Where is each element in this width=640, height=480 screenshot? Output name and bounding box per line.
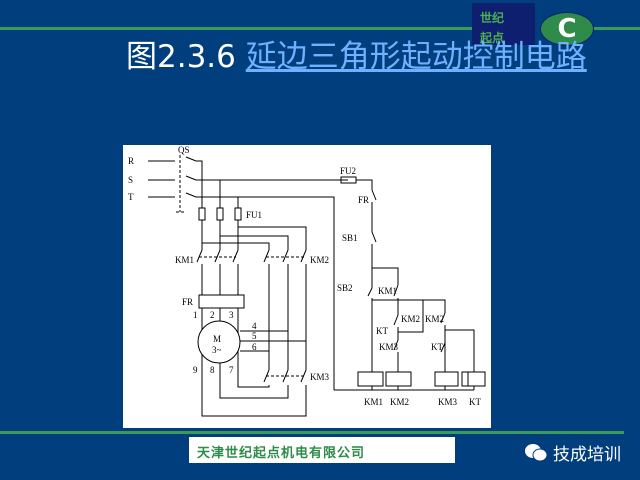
terminal-9: 9 [193, 365, 198, 375]
wechat-icon [525, 443, 548, 461]
kt-contact2-label: KT [431, 342, 443, 352]
phase-s-label: S [128, 175, 133, 185]
phase-r-label: R [128, 156, 134, 166]
company-logo: 世纪 起点 [472, 3, 535, 45]
km1-aux-label: KM1 [378, 286, 397, 296]
motor-label: M [213, 334, 221, 344]
slide-title: 图2.3.6 延边三角形起动控制电路 [126, 36, 606, 78]
motor-phase-label: 3~ [212, 345, 222, 355]
coil-kt-label: KT [469, 397, 481, 407]
company-banner: 天津世纪起点机电有限公司 [189, 437, 455, 463]
qs-label: QS [178, 145, 190, 155]
logo-text-2: 起点 [480, 31, 505, 45]
bottom-divider [0, 431, 624, 434]
km2-aux2-label: KM2 [425, 314, 444, 324]
sb1-label: SB1 [342, 233, 358, 243]
logo-text-1: 世纪 [480, 11, 505, 25]
km3-main-label: KM3 [310, 372, 330, 382]
wechat-account-name: 技成培训 [553, 445, 621, 465]
km2-main-label: KM2 [310, 255, 329, 265]
title-link[interactable]: 延边三角形起动控制电路 [245, 39, 587, 75]
fr-label: FR [182, 297, 193, 307]
terminal-2: 2 [210, 310, 215, 320]
sb2-label: SB2 [337, 283, 353, 293]
coil-km3-label: KM3 [438, 397, 458, 407]
terminal-6: 6 [252, 342, 257, 352]
kt-contact-label: KT [376, 326, 388, 336]
km2-aux-label: KM2 [401, 314, 420, 324]
top-divider-right [575, 27, 640, 30]
fu1-label: FU1 [246, 210, 262, 220]
phase-t-label: T [128, 192, 134, 202]
terminal-3: 3 [229, 310, 234, 320]
fu2-label: FU2 [340, 166, 356, 176]
terminal-7: 7 [229, 365, 234, 375]
fr-contact-label: FR [358, 195, 369, 205]
terminal-8: 8 [210, 365, 215, 375]
coil-km2-label: KM2 [390, 397, 409, 407]
terminal-4: 4 [252, 321, 257, 331]
top-divider [0, 27, 472, 30]
coil-km1-label: KM1 [364, 397, 383, 407]
company-name: 天津世纪起点机电有限公司 [197, 446, 366, 461]
wechat-watermark: 技成培训 [524, 440, 621, 465]
logo-badge: C [540, 12, 594, 46]
terminal-5: 5 [252, 331, 257, 341]
terminal-1: 1 [193, 310, 198, 320]
km1-main-label: KM1 [175, 255, 194, 265]
figure-number: 图2.3.6 [126, 39, 246, 75]
km3-aux-label: KM3 [379, 342, 399, 352]
